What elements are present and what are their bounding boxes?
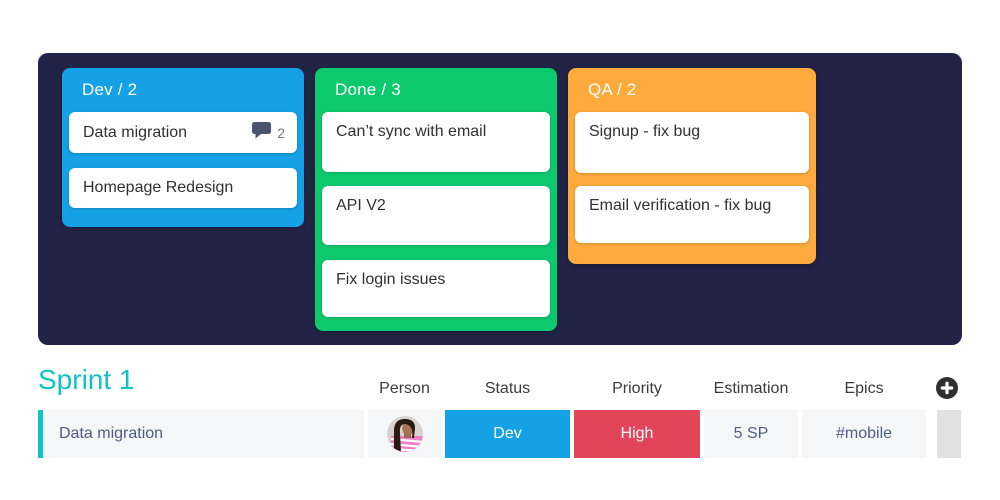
row-estimation-cell[interactable]: 5 SP [704,410,798,458]
row-priority-cell[interactable]: High [574,410,700,458]
kanban-card[interactable]: Email verification - fix bug [575,186,809,243]
column-title-dev: Dev / 2 [82,80,138,99]
row-status-cell[interactable]: Dev [445,410,570,458]
column-header-person[interactable]: Person [379,380,430,397]
row-person-cell[interactable] [368,410,441,458]
add-column-button[interactable] [936,377,958,399]
card-title: Homepage Redesign [83,179,234,196]
kanban-card[interactable]: Signup - fix bug [575,112,809,173]
row-add-column-filler-cell [937,410,961,458]
estimation-value: 5 SP [733,425,769,442]
column-header-status[interactable]: Status [484,380,531,397]
kanban-column-dev: Dev / 2 Data migration 2 Homepage Redesi… [62,68,304,227]
kanban-card[interactable]: Can’t sync with email [322,112,550,172]
column-header-priority[interactable]: Priority [612,380,662,397]
kanban-column-done: Done / 3 Can’t sync with email API V2 Fi… [315,68,557,331]
kanban-card[interactable]: Homepage Redesign [69,168,297,208]
card-title: Data migration [83,123,188,141]
person-avatar [386,416,423,452]
card-comments[interactable]: 2 [252,121,285,144]
comment-count: 2 [277,124,285,141]
group-title[interactable]: Sprint 1 [38,364,135,395]
row-name-cell[interactable]: Data migration [38,410,364,458]
kanban-column-qa: QA / 2 Signup - fix bug Email verificati… [568,68,816,264]
kanban-card[interactable]: Fix login issues [322,260,550,317]
column-header-estimation[interactable]: Estimation [713,380,789,397]
status-label: Dev [493,425,522,442]
comment-icon [252,121,272,144]
row-epics-cell[interactable]: #mobile [802,410,926,458]
row-name: Data migration [59,425,164,442]
epics-value: #mobile [835,425,893,442]
kanban-card[interactable]: API V2 [322,186,550,245]
card-title: Can’t sync with email [336,123,487,140]
kanban-board: Dev / 2 Data migration 2 Homepage Redesi… [38,53,962,345]
card-title: API V2 [336,197,386,214]
priority-label: High [620,425,654,442]
column-title-done: Done / 3 [335,80,401,99]
card-title: Signup - fix bug [589,123,701,140]
column-title-qa: QA / 2 [588,80,637,99]
card-title: Email verification - fix bug [589,197,772,214]
plus-icon [936,377,958,403]
column-header-epics[interactable]: Epics [844,380,884,397]
kanban-card[interactable]: Data migration 2 [69,112,297,153]
card-title: Fix login issues [336,271,446,288]
